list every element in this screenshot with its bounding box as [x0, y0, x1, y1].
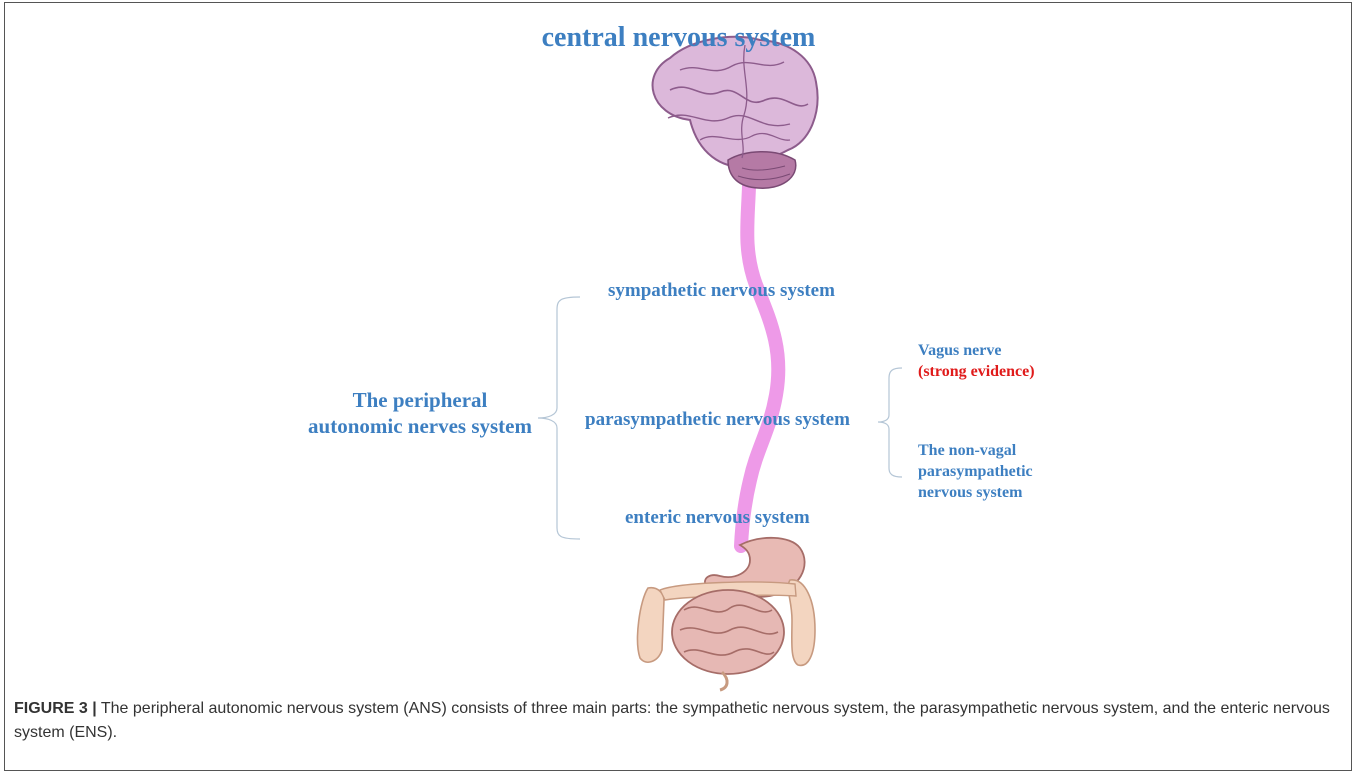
- strong-evidence-note: (strong evidence): [918, 361, 1035, 382]
- sympathetic-label: sympathetic nervous system: [608, 280, 835, 302]
- figure-caption: FIGURE 3 | The peripheral autonomic nerv…: [14, 697, 1334, 745]
- vagus-nerve-label: Vagus nerve (strong evidence): [918, 340, 1035, 382]
- non-vagal-label: The non-vagal parasympathetic nervous sy…: [918, 440, 1048, 503]
- peripheral-system-label: The peripheral autonomic nerves system: [305, 387, 535, 439]
- caption-label: FIGURE 3 |: [14, 700, 97, 717]
- parasympathetic-label: parasympathetic nervous system: [585, 409, 850, 431]
- enteric-label: enteric nervous system: [625, 507, 810, 529]
- diagram-title: central nervous system: [0, 22, 1357, 54]
- intestines-icon: [638, 580, 815, 690]
- caption-text: The peripheral autonomic nervous system …: [14, 700, 1330, 741]
- vagus-nerve-text: Vagus nerve: [918, 342, 1001, 359]
- brain-icon: [653, 37, 818, 188]
- left-bracket: [538, 297, 580, 539]
- right-bracket: [878, 368, 902, 477]
- nerve-path: [741, 186, 778, 546]
